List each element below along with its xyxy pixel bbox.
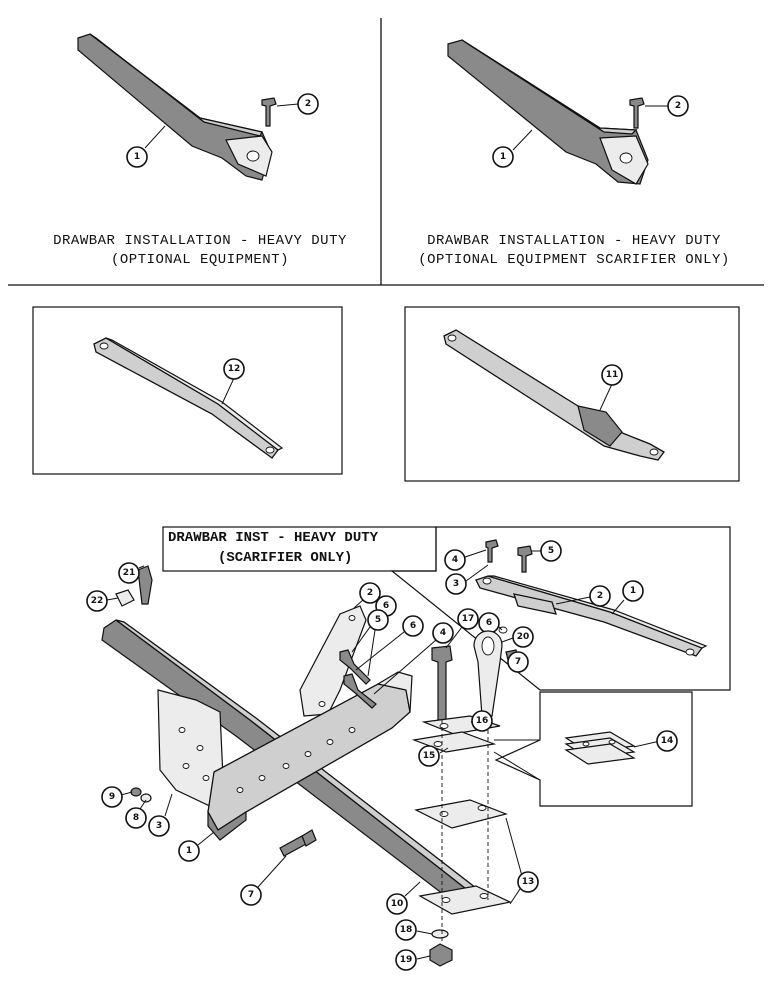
callout-1-main: 1 [178,840,200,862]
svg-text:11: 11 [606,370,619,380]
caption-top-left-line1: DRAWBAR INSTALLATION - HEAVY DUTY [53,233,347,249]
callout-7-inset: 7 [507,651,529,673]
svg-text:18: 18 [400,925,413,935]
callout-13: 13 [517,871,539,893]
callout-1-top-right: 1 [492,146,514,168]
svg-text:13: 13 [522,877,535,887]
svg-text:22: 22 [91,596,104,606]
caption-top-right-line2: (OPTIONAL EQUIPMENT SCARIFIER ONLY) [418,252,730,268]
shim-inset-frame [494,691,693,807]
svg-text:5: 5 [375,615,381,625]
callout-2-main: 2 [359,582,381,604]
callout-2-top-right: 2 [667,95,689,117]
svg-text:7: 7 [515,657,521,667]
caption-top-left: DRAWBAR INSTALLATION - HEAVY DUTY (OPTIO… [22,232,378,270]
callout-5-main: 5 [367,609,389,631]
svg-text:19: 19 [400,955,413,965]
svg-text:6: 6 [486,618,492,628]
callout-11: 11 [601,364,623,386]
callout-7-main: 7 [240,884,262,906]
callout-15: 15 [418,745,440,767]
callout-14: 14 [656,730,678,752]
svg-text:1: 1 [630,586,636,596]
callout-12: 12 [223,358,245,380]
callout-16: 16 [471,710,493,732]
callout-2-top-left: 2 [297,93,319,115]
drawbar-11-illustration [443,329,665,461]
callout-4-main: 4 [432,622,454,644]
callout-3-inset: 3 [445,573,467,595]
svg-text:2: 2 [305,99,311,109]
svg-text:4: 4 [440,628,446,638]
callout-1-inset: 1 [622,580,644,602]
svg-text:6: 6 [383,601,389,611]
callout-21: 21 [118,562,140,584]
callout-19: 19 [395,949,417,971]
callout-6-inset: 6 [478,612,500,634]
drawbar-heavy-duty-illustration [77,33,277,181]
svg-text:3: 3 [453,579,459,589]
svg-text:15: 15 [423,751,436,761]
svg-text:2: 2 [367,588,373,598]
svg-text:2: 2 [675,101,681,111]
svg-text:4: 4 [452,555,458,565]
callout-6-main-b: 6 [402,615,424,637]
callout-10: 10 [386,893,408,915]
caption-top-right-line1: DRAWBAR INSTALLATION - HEAVY DUTY [427,233,721,249]
svg-text:14: 14 [661,736,674,746]
svg-text:2: 2 [597,591,603,601]
svg-text:7: 7 [248,890,254,900]
svg-text:21: 21 [123,568,136,578]
svg-text:20: 20 [517,632,530,642]
inset-title-frame [162,526,437,572]
svg-text:1: 1 [186,846,192,856]
callout-20: 20 [512,626,534,648]
drawbar-11-frame [404,306,740,482]
callout-1-top-left: 1 [126,146,148,168]
svg-text:9: 9 [109,792,115,802]
svg-text:8: 8 [133,813,139,823]
callout-17: 17 [457,608,479,630]
main-assembly-illustration [101,565,512,967]
caption-top-right: DRAWBAR INSTALLATION - HEAVY DUTY (OPTIO… [382,232,766,270]
callout-4-inset: 4 [444,549,466,571]
callout-2-inset: 2 [589,585,611,607]
drawbar-12-frame [32,306,343,475]
svg-text:12: 12 [228,364,241,374]
callout-5-inset: 5 [540,540,562,562]
shim-plates-illustration [564,731,636,765]
drawbar-12-illustration [93,337,284,459]
svg-text:16: 16 [476,716,489,726]
callout-8: 8 [125,807,147,829]
svg-text:17: 17 [462,614,475,624]
callout-9: 9 [101,786,123,808]
svg-text:6: 6 [410,621,416,631]
svg-text:5: 5 [548,546,554,556]
svg-text:1: 1 [500,152,506,162]
svg-text:3: 3 [156,821,162,831]
inset-title-line1: DRAWBAR INST - HEAVY DUTY [168,530,379,546]
svg-text:1: 1 [134,152,140,162]
callout-18: 18 [395,919,417,941]
inset-title: DRAWBAR INST - HEAVY DUTY (SCARIFIER ONL… [168,528,378,568]
callout-22: 22 [86,590,108,612]
drawbar-heavy-duty-scarifier-illustration [447,39,649,185]
inset-title-line2: (SCARIFIER ONLY) [218,550,353,566]
callout-3-main: 3 [148,815,170,837]
caption-top-left-line2: (OPTIONAL EQUIPMENT) [110,252,290,268]
svg-text:10: 10 [391,899,404,909]
